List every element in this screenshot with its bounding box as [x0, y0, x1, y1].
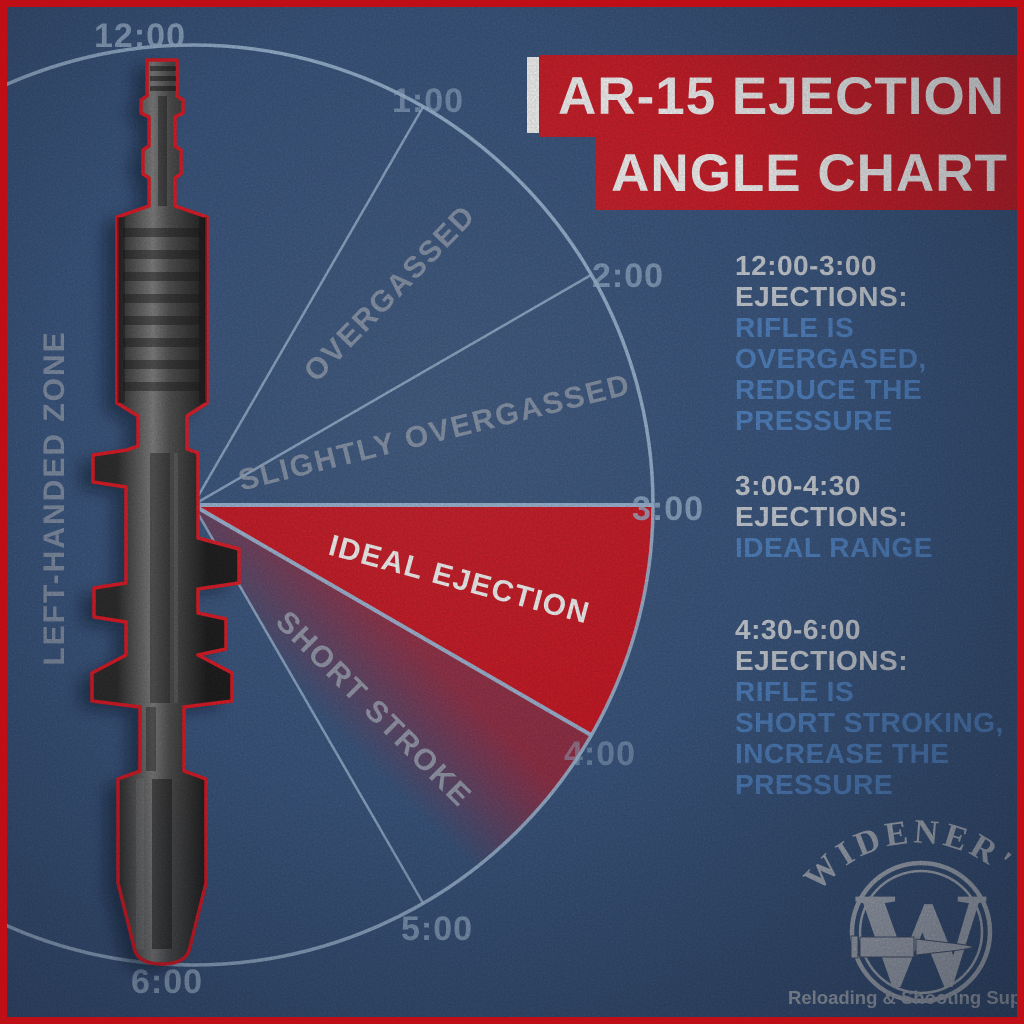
logo-tagline: Reloading & Shooting Supply — [788, 987, 1024, 1008]
page-title-line1: AR-15 EJECTION — [539, 55, 1024, 137]
title-accent-bar — [527, 57, 539, 133]
page-title-line2: ANGLE CHART — [595, 137, 1024, 210]
